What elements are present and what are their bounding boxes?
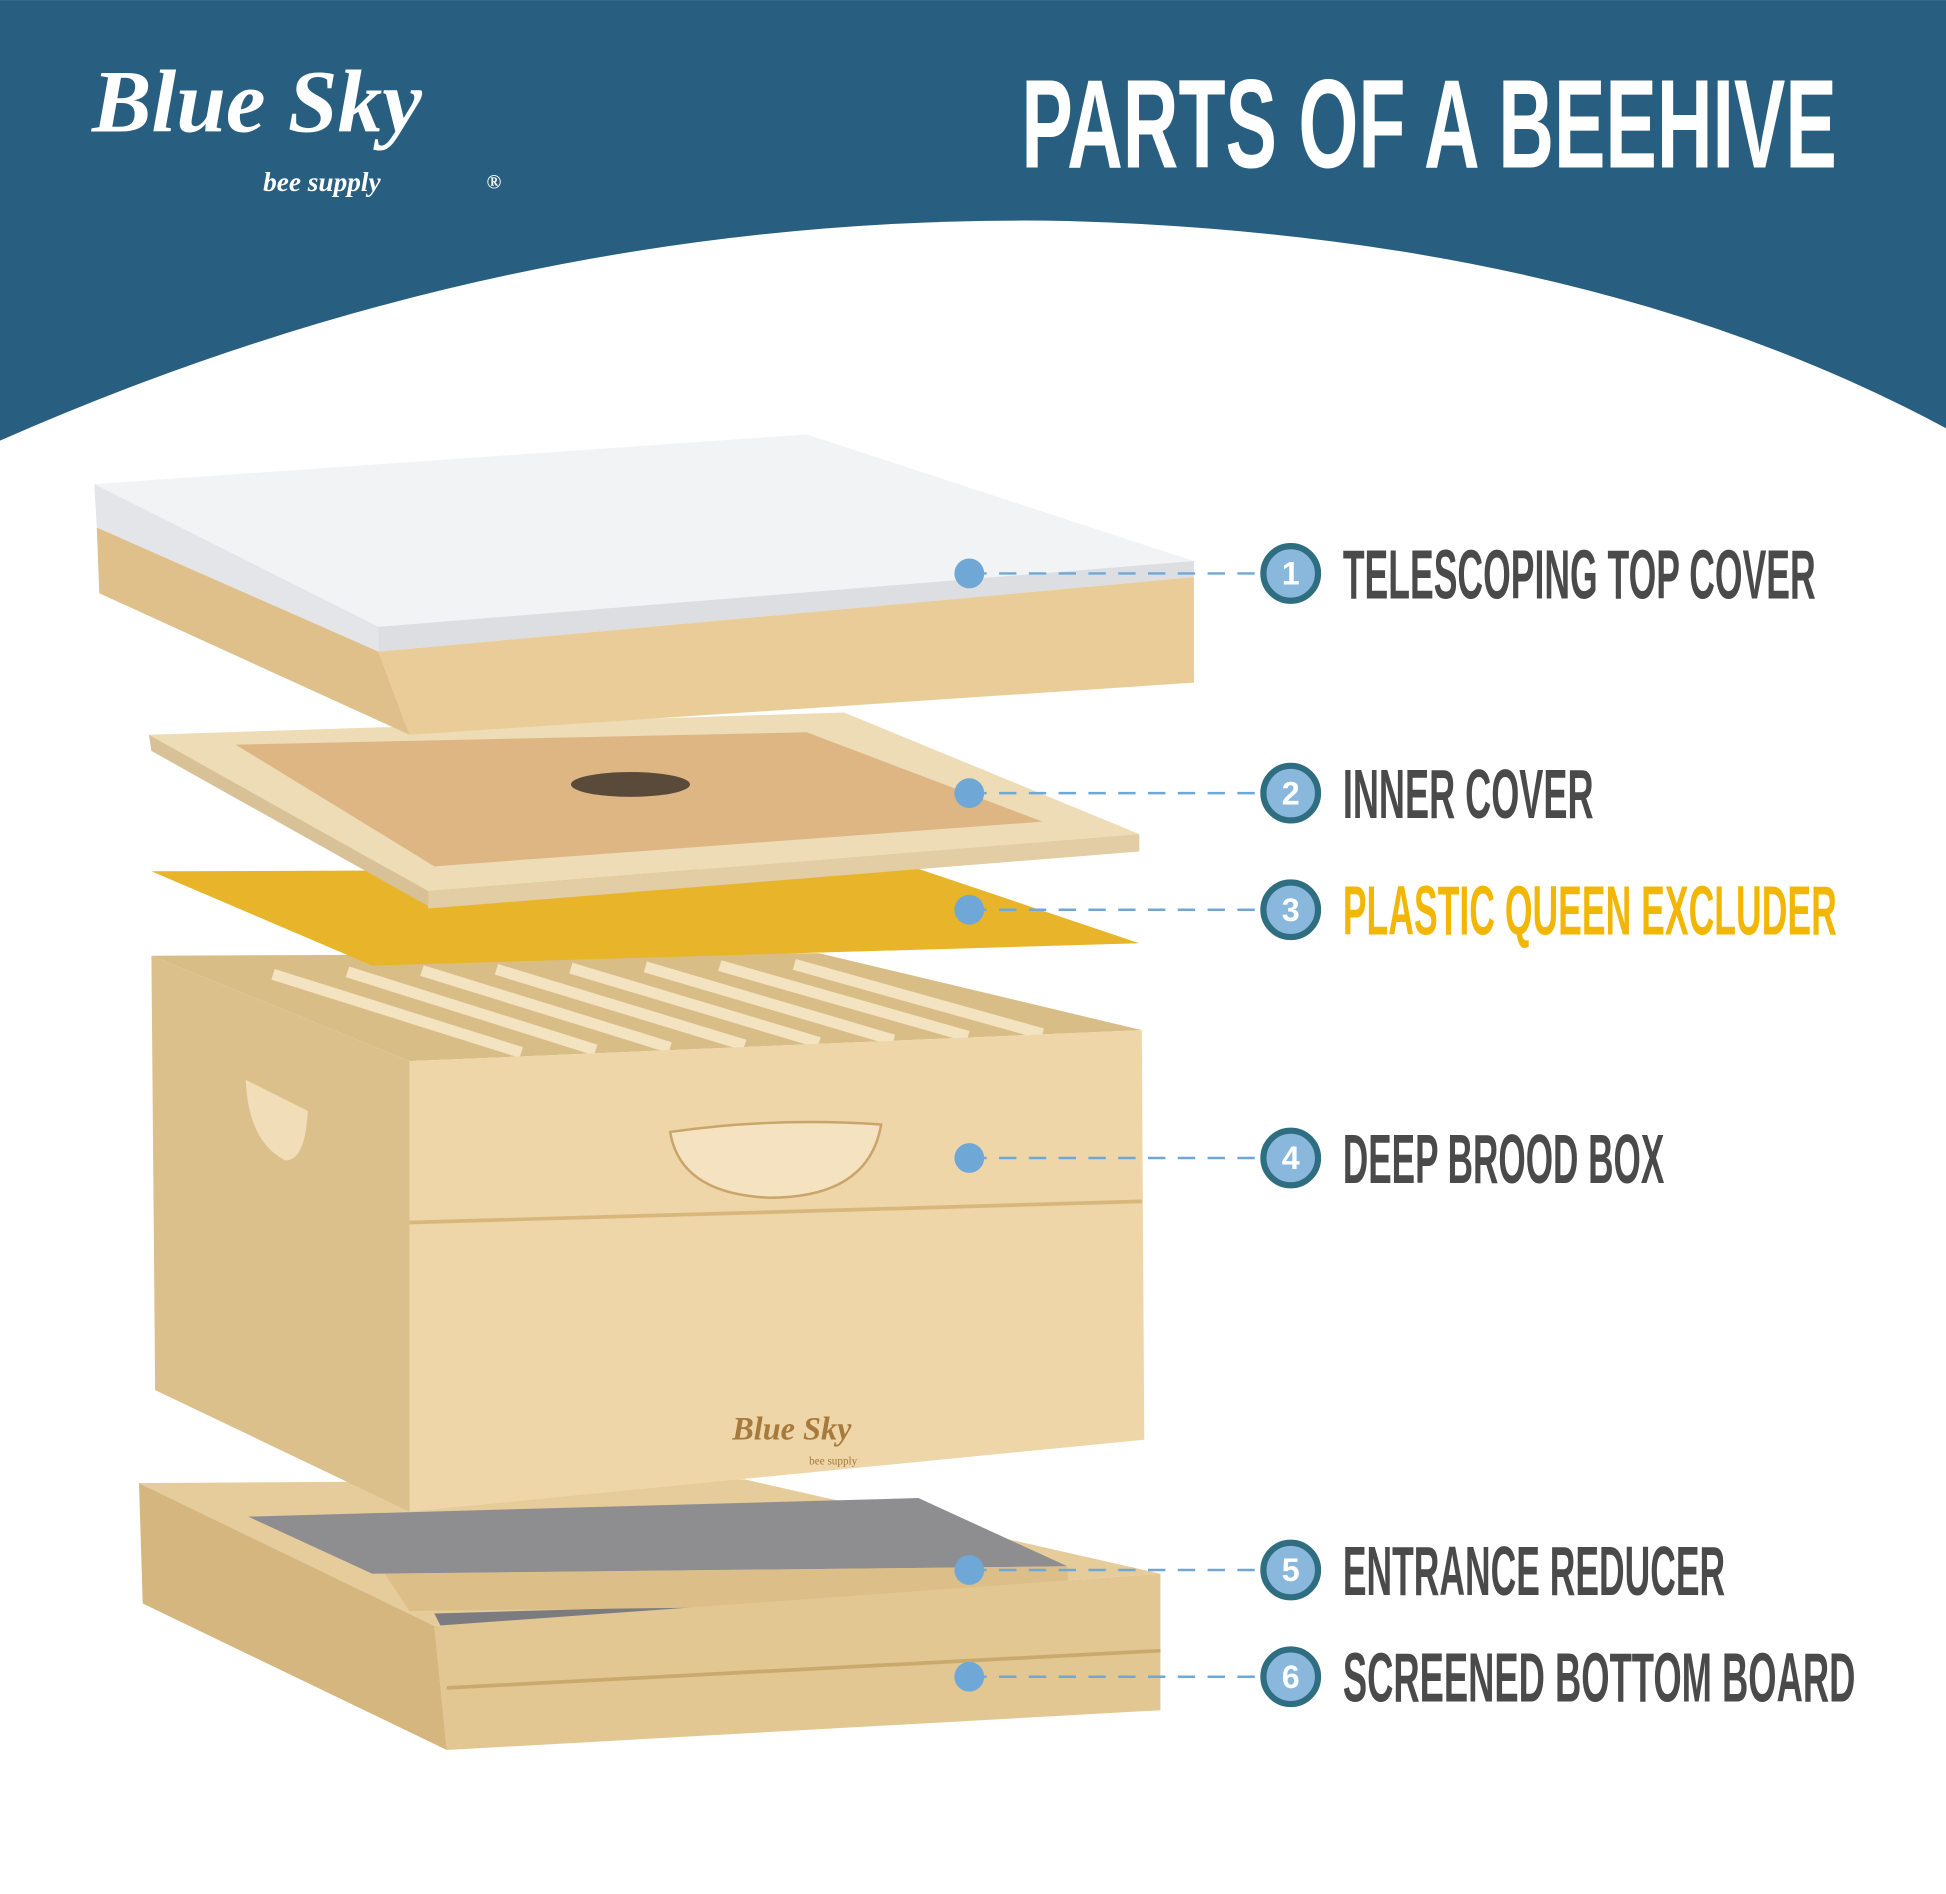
box-brand-sub: bee supply (809, 1456, 857, 1468)
badge-number: 6 (1282, 1659, 1300, 1695)
number-badge (1260, 762, 1322, 824)
part-label-text: INNER COVER (1343, 755, 1594, 833)
marker-dot (954, 558, 985, 589)
logo-main-text: Blue Sky (91, 53, 422, 152)
part-label-4: 4 DEEP BROOD BOX (954, 1120, 1664, 1198)
screened-bottom-board-illustration (139, 1479, 1161, 1750)
part-label-text: PLASTIC QUEEN EXCLUDER (1343, 872, 1837, 950)
marker-dot (954, 1143, 985, 1173)
badge-number: 4 (1282, 1140, 1300, 1176)
box-brand-text: Blue Sky (731, 1411, 852, 1447)
queen-excluder-illustration (151, 868, 1140, 966)
number-badge (1260, 1539, 1322, 1601)
badge-number: 3 (1282, 892, 1300, 928)
inner-cover-illustration (148, 712, 1140, 909)
badge-number: 2 (1282, 775, 1300, 811)
part-label-5: 5 ENTRANCE REDUCER (954, 1532, 1725, 1610)
part-label-text: DEEP BROOD BOX (1343, 1120, 1664, 1198)
registered-mark: ® (487, 172, 502, 194)
marker-dot (954, 894, 985, 925)
part-label-2: 2 INNER COVER (954, 755, 1594, 833)
part-label-6: 6 SCREENED BOTTOM BOARD (954, 1639, 1855, 1717)
marker-dot (954, 1661, 985, 1692)
number-badge (1260, 1127, 1322, 1189)
badge-number: 5 (1282, 1552, 1300, 1588)
part-label-1: 1 TELESCOPING TOP COVER (954, 535, 1816, 613)
logo-sub-text: bee supply (263, 167, 381, 197)
page-title: PARTS OF A BEEHIVE (1021, 53, 1836, 195)
number-badge (1260, 1646, 1322, 1708)
number-badge (1260, 879, 1322, 941)
part-label-text: ENTRANCE REDUCER (1343, 1532, 1725, 1610)
part-label-3: 3 PLASTIC QUEEN EXCLUDER (954, 872, 1837, 950)
marker-dot (954, 1555, 985, 1585)
part-labels: 1 TELESCOPING TOP COVER 2 INNER COVER 3 … (954, 535, 1855, 1717)
deep-brood-box-illustration: Blue Sky bee supply (151, 953, 1145, 1512)
badge-number: 1 (1282, 556, 1300, 592)
marker-dot (954, 778, 985, 808)
brand-logo: Blue Sky bee supply ® (91, 53, 502, 198)
part-label-text: TELESCOPING TOP COVER (1343, 535, 1816, 613)
telescoping-top-cover-illustration (94, 434, 1194, 735)
part-label-text: SCREENED BOTTOM BOARD (1343, 1639, 1856, 1717)
number-badge (1260, 543, 1322, 604)
